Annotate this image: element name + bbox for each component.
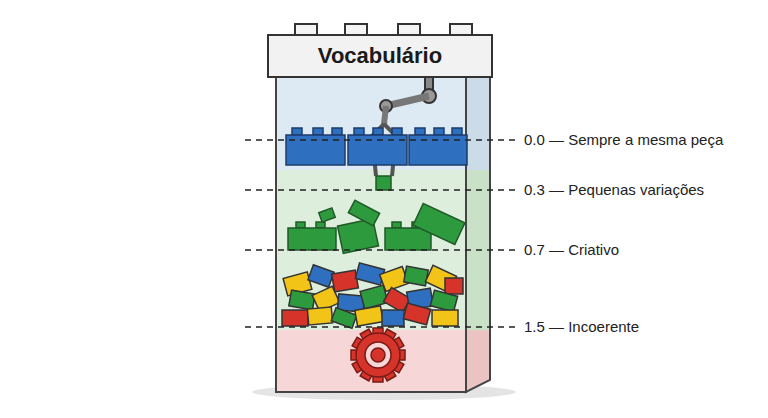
box-title: Vocabulário [318, 43, 442, 69]
picked-piece [376, 176, 391, 190]
side-blue [466, 77, 490, 170]
container-side [466, 77, 490, 392]
lid-box: Vocabulário [268, 35, 492, 77]
container-front [276, 77, 466, 392]
mixed-bricks [282, 263, 463, 328]
level-label: 0.0 — Sempre a mesma peça [524, 131, 723, 148]
gear [351, 328, 405, 382]
level-label: 0.7 — Criativo [524, 241, 619, 258]
blue-bricks [286, 128, 467, 165]
layer-blue [276, 77, 466, 170]
level-label: 0.3 — Pequenas variações [524, 181, 704, 198]
level-lines [245, 140, 518, 327]
level-label: 1.5 — Incoerente [524, 318, 639, 335]
lid [268, 35, 492, 77]
green-bricks [288, 200, 465, 253]
layer-red [276, 330, 466, 392]
